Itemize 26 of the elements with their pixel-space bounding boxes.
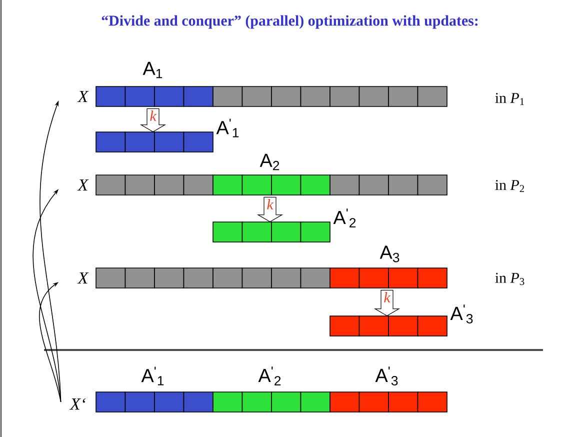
array-bar [96,132,214,152]
array-bar [96,174,448,196]
array-label: A$_{1}$ [142,62,162,78]
array-label: A$^{'}$1 [216,118,239,138]
edge-label: k [149,110,157,122]
array-bar [330,316,448,336]
array-label: A$^{'}$3 [450,304,473,324]
variable-label: X [77,90,89,102]
array-label: A$^{'}$2 [333,208,356,228]
array-bar [96,268,448,288]
array-bar [212,222,330,242]
variable-label: X [77,272,89,284]
edge-label: k [383,292,391,303]
array-bar [96,392,448,412]
array-label: A$^{'}$3 [375,366,398,386]
processor-label: in P$_{2}$ [495,180,524,192]
array-bar [96,86,448,107]
variable-label: X [77,179,89,191]
edge-label: k [266,198,274,210]
processor-label: in P$_{3}$ [495,272,524,286]
processor-label: in P$_{1}$ [495,92,524,106]
array-label: A$_{2}$ [260,154,280,170]
array-label: A$_{3}$ [380,246,400,262]
curved-arrow [39,282,62,402]
variable-label: X‘ [69,398,86,410]
title: “Divide and conquer” (parallel) optimization with updates: [102,15,478,29]
